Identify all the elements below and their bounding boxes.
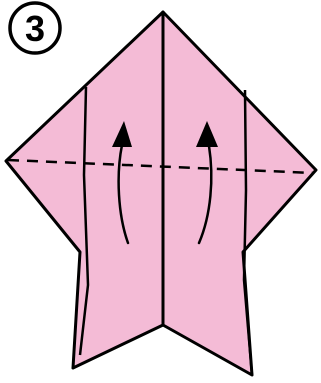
step-number: 3 <box>25 8 45 49</box>
step-badge: 3 <box>10 3 60 53</box>
right-panel <box>163 12 316 375</box>
